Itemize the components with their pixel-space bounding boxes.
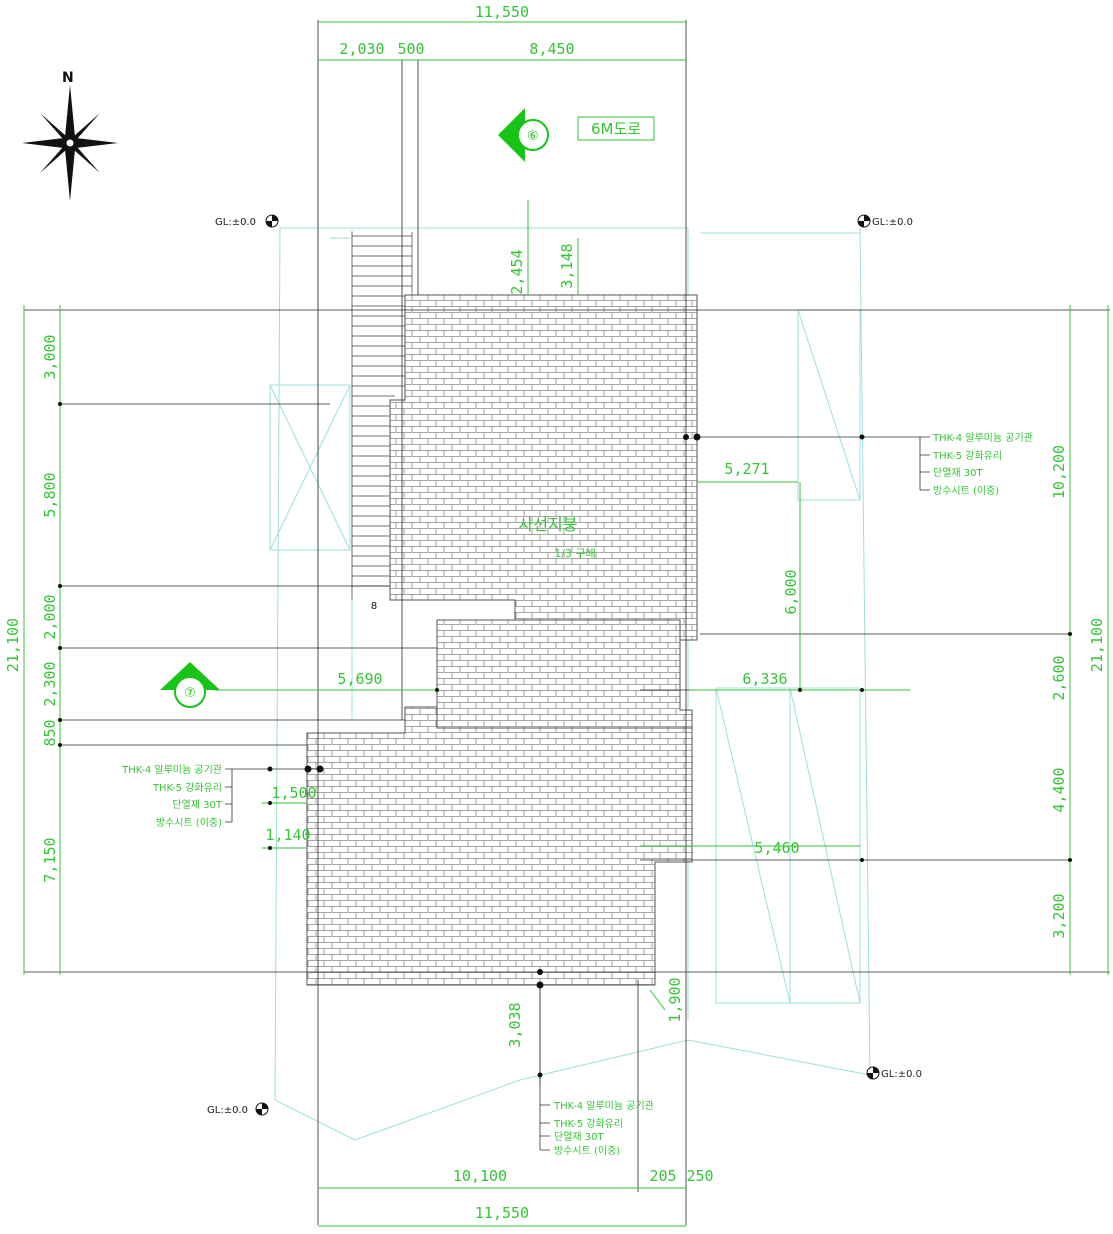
dim-6000: 6,000 <box>782 569 800 614</box>
dim-5460: 5,460 <box>754 839 799 857</box>
roof-upper <box>389 294 698 641</box>
dim-1900: 1,900 <box>666 977 684 1022</box>
dim-left-seg4: 2,300 <box>41 661 59 706</box>
dim-5271: 5,271 <box>724 460 769 478</box>
legend-note-bottom: THK-4 알루미늄 공기관 THK-5 강화유리 단열재 30T 방수시트 (… <box>553 1100 654 1157</box>
legend-right-line2: THK-5 강화유리 <box>932 450 1002 462</box>
dim-bottom-total: 11,550 <box>475 1204 529 1222</box>
dim-top-total: 11,550 <box>475 3 529 21</box>
dim-right-total: 21,100 <box>1088 618 1106 672</box>
dim-right-seg1: 10,200 <box>1050 445 1068 499</box>
road-label: 6M도로 <box>591 120 641 138</box>
legend-left-line3: 단열재 30T <box>172 799 223 811</box>
dim-1500: 1,500 <box>271 784 316 802</box>
legend-bottom-line4: 방수시트 (이중) <box>554 1145 620 1157</box>
dim-right-seg4: 3,200 <box>1050 893 1068 938</box>
legend-note-right: THK-4 알루미늄 공기관 THK-5 강화유리 단열재 30T 방수시트 (… <box>932 432 1033 497</box>
dim-top-seg2: 500 <box>397 40 424 58</box>
legend-bottom-line1: THK-4 알루미늄 공기관 <box>553 1100 654 1112</box>
roof-lower <box>306 706 693 986</box>
stair-mark: 8 <box>371 601 377 612</box>
section-marker-left: ⑦ <box>160 662 220 708</box>
gl-marker-bottom-left: GL:±0.0 <box>207 1102 269 1116</box>
dim-left-total: 21,100 <box>4 618 22 672</box>
dim-5690: 5,690 <box>337 670 382 688</box>
dim-1140: 1,140 <box>265 826 310 844</box>
section-marker-top: ⑥ <box>498 108 549 162</box>
dimension-dots <box>58 402 1072 1078</box>
legend-bottom-line3: 단열재 30T <box>554 1131 605 1143</box>
north-label: N <box>62 70 74 86</box>
dim-left-seg1: 3,000 <box>41 334 59 379</box>
legend-right-line1: THK-4 알루미늄 공기관 <box>932 432 1033 444</box>
stair-treads <box>351 232 413 600</box>
dim-bottom-seg2: 205 <box>649 1167 676 1185</box>
north-arrow <box>22 85 118 201</box>
dim-bottom-seg3: 250 <box>686 1167 713 1185</box>
roof-middle <box>436 619 693 729</box>
legend-right-line4: 방수시트 (이중) <box>933 485 999 497</box>
dim-3038: 3,038 <box>506 1002 524 1047</box>
gl-top-right-label: GL:±0.0 <box>872 217 913 228</box>
gl-marker-top-left: GL:±0.0 <box>215 214 279 228</box>
dim-top-seg1: 2,030 <box>339 40 384 58</box>
dim-left-seg6: 7,150 <box>41 837 59 882</box>
gl-marker-top-right: GL:±0.0 <box>857 214 913 228</box>
dim-bottom-seg1: 10,100 <box>453 1167 507 1185</box>
gl-marker-bottom-right: GL:±0.0 <box>866 1066 922 1080</box>
legend-left-line1: THK-4 알루미늄 공기관 <box>121 764 222 776</box>
gl-bottom-left-label: GL:±0.0 <box>207 1105 248 1116</box>
legend-note-left: THK-4 알루미늄 공기관 THK-5 강화유리 단열재 30T 방수시트 (… <box>121 764 223 829</box>
legend-right-line3: 단열재 30T <box>933 467 984 479</box>
dim-left-seg2: 5,800 <box>41 472 59 517</box>
dim-2454: 2,454 <box>508 249 526 294</box>
gl-top-left-label: GL:±0.0 <box>215 217 256 228</box>
dim-right-seg2: 2,600 <box>1050 655 1068 700</box>
legend-left-line4: 방수시트 (이중) <box>156 817 222 829</box>
gl-bottom-right-label: GL:±0.0 <box>881 1069 922 1080</box>
road-label-box <box>577 116 655 141</box>
roof-label-line2: 1/3 구배 <box>554 547 595 560</box>
roof-tiles <box>306 294 698 986</box>
dim-6336: 6,336 <box>742 670 787 688</box>
legend-bottom-line2: THK-5 강화유리 <box>553 1118 623 1130</box>
dim-right-seg3: 4,400 <box>1050 767 1068 812</box>
section-marker-top-label: ⑥ <box>527 129 539 144</box>
legend-left-line2: THK-5 강화유리 <box>152 782 222 794</box>
dim-3148: 3,148 <box>558 243 576 288</box>
leader-lines <box>225 436 930 1151</box>
dim-left-seg3: 2,000 <box>41 594 59 639</box>
dim-left-seg5: 850 <box>41 719 59 746</box>
roof-label-line1: 사선지붕 <box>519 515 578 534</box>
dim-top-seg3: 8,450 <box>529 40 574 58</box>
section-marker-left-label: ⑦ <box>184 686 196 701</box>
